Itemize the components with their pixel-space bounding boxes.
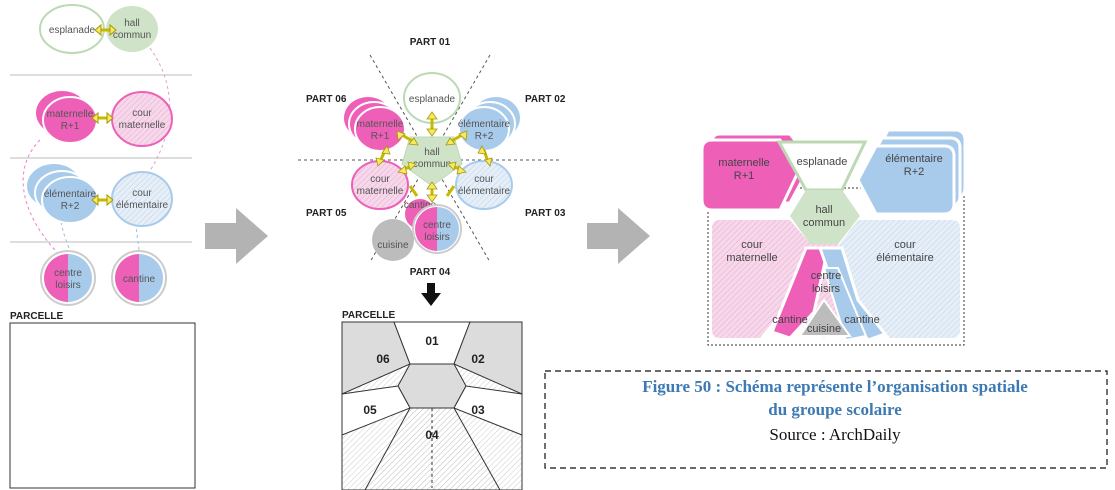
maternelle-label-1: maternelle	[47, 109, 94, 120]
hall-label-1: hall	[424, 147, 440, 158]
cour-maternelle-node	[351, 160, 409, 210]
cour-elementaire-label-2: élémentaire	[458, 186, 511, 197]
hall-label-2: commun	[113, 30, 151, 41]
parcelle-label: PARCELLE	[342, 310, 395, 321]
centre-loisirs-node	[412, 204, 462, 254]
caption-frame	[544, 370, 1108, 469]
cour-maternelle-label-2: maternelle	[726, 252, 777, 264]
caption-subtitle: du groupe scolaire	[768, 400, 902, 419]
cantine-node	[111, 250, 167, 306]
part-03-label: PART 03	[525, 208, 566, 219]
maternelle-label-1: maternelle	[357, 119, 404, 130]
elementaire-label-1: élémentaire	[458, 119, 511, 130]
cantine-right-shape	[822, 267, 868, 342]
maternelle-label-2: R+1	[734, 170, 755, 182]
cuisine-label: cuisine	[377, 240, 409, 251]
big-arrow-icon	[587, 208, 650, 264]
arrow-head-icon	[375, 111, 493, 203]
centre-loisirs-label-1: centre	[811, 270, 842, 282]
part-05-label: PART 05	[306, 208, 347, 219]
maternelle-label-2: R+1	[61, 121, 80, 132]
maternelle-label-2: R+1	[371, 131, 390, 142]
right-scheme: maternelle R+1 élémentaire R+2 esplanade…	[700, 128, 967, 346]
elementaire-shape	[856, 144, 956, 216]
centre-loisirs-label-2: loisirs	[424, 232, 450, 243]
centre-loisirs-label-1: centre	[54, 268, 82, 279]
centre-loisirs-label-2: loisirs	[55, 280, 81, 291]
part-01-label: PART 01	[410, 37, 451, 48]
elementaire-label-2: R+2	[475, 131, 494, 142]
centre-loisirs-node	[40, 250, 96, 306]
zone-02-label: 02	[471, 352, 485, 366]
cour-elementaire-label-2: élémentaire	[116, 200, 169, 211]
maternelle-node	[354, 106, 406, 152]
left-scheme: esplanade hall commun maternelle R+1 cou…	[9, 4, 196, 489]
zone-04-label: 04	[425, 428, 439, 442]
esplanade-label: esplanade	[409, 94, 456, 105]
parcelle-zones	[341, 321, 523, 490]
cour-maternelle-label-1: cour	[370, 174, 390, 185]
maternelle-node	[42, 96, 98, 144]
cour-maternelle-label-2: maternelle	[119, 120, 166, 131]
cour-elementaire-node	[455, 160, 513, 210]
maternelle-label-1: maternelle	[718, 157, 769, 169]
maternelle-shape	[700, 138, 802, 212]
cour-maternelle-label-1: cour	[741, 239, 763, 251]
cantine-left-label: cantine	[772, 314, 807, 326]
hall-shape	[790, 190, 860, 244]
cuisine-node	[372, 219, 414, 261]
big-arrow-icon	[205, 208, 268, 264]
cour-elementaire-shape	[838, 220, 960, 338]
cantine-label: cantine	[123, 274, 156, 285]
parcelle-rect	[9, 322, 196, 489]
zone-05-label: 05	[363, 403, 377, 417]
cour-maternelle-node	[111, 91, 173, 147]
centre-loisirs-label-2: loisirs	[812, 283, 841, 295]
dashed-connector	[22, 139, 71, 266]
esplanade-label: esplanade	[797, 156, 848, 168]
down-arrow-icon	[421, 283, 441, 306]
cuisine-shape	[798, 298, 852, 337]
elementaire-label-1: élémentaire	[44, 189, 97, 200]
double-arrow-icon	[91, 193, 114, 207]
hall-node	[401, 136, 463, 187]
cour-elementaire-node	[111, 171, 173, 227]
cour-elementaire-label-1: cour	[132, 188, 152, 199]
part-06-label: PART 06	[306, 94, 347, 105]
cantine-right-label: cantine	[844, 314, 879, 326]
zone-01-label: 01	[425, 334, 439, 348]
zone-03-label: 03	[471, 403, 485, 417]
caption-source: Source : ArchDaily	[769, 425, 901, 444]
esplanade-label: esplanade	[49, 25, 96, 36]
part-02-label: PART 02	[525, 94, 566, 105]
elementaire-label-2: R+2	[904, 166, 925, 178]
elementaire-node	[41, 176, 99, 224]
cour-elementaire-label-1: cour	[894, 239, 916, 251]
cuisine-label: cuisine	[807, 323, 841, 335]
part-04-label: PART 04	[410, 267, 451, 278]
middle-scheme: PART 01 PART 02 PART 03 PART 04 PART 05 …	[298, 37, 566, 490]
hall-label-2: commun	[413, 159, 451, 170]
centre-loisirs-label-1: centre	[423, 220, 451, 231]
cour-maternelle-shape	[712, 220, 812, 338]
double-arrow-icon	[91, 111, 114, 125]
hall-node	[106, 6, 158, 52]
elementaire-label-1: élémentaire	[885, 153, 942, 165]
parcelle-label: PARCELLE	[10, 311, 63, 322]
cour-elementaire-label-1: cour	[474, 174, 494, 185]
elementaire-label-2: R+2	[61, 201, 80, 212]
caption-title: Figure 50 : Schéma représente l’organisa…	[642, 377, 1028, 396]
cantine-label: cantine	[404, 200, 437, 211]
hall-label-2: commun	[803, 217, 845, 229]
cour-maternelle-label-1: cour	[132, 108, 152, 119]
double-arrow-icon	[94, 23, 117, 37]
zone-06-label: 06	[376, 352, 390, 366]
hall-label-1: hall	[815, 204, 832, 216]
radial-line	[369, 54, 491, 263]
hall-label-1: hall	[124, 18, 140, 29]
cour-maternelle-label-2: maternelle	[357, 186, 404, 197]
caption: Figure 50 : Schéma représente l’organisa…	[544, 370, 1108, 469]
cour-elementaire-label-2: élémentaire	[876, 252, 933, 264]
